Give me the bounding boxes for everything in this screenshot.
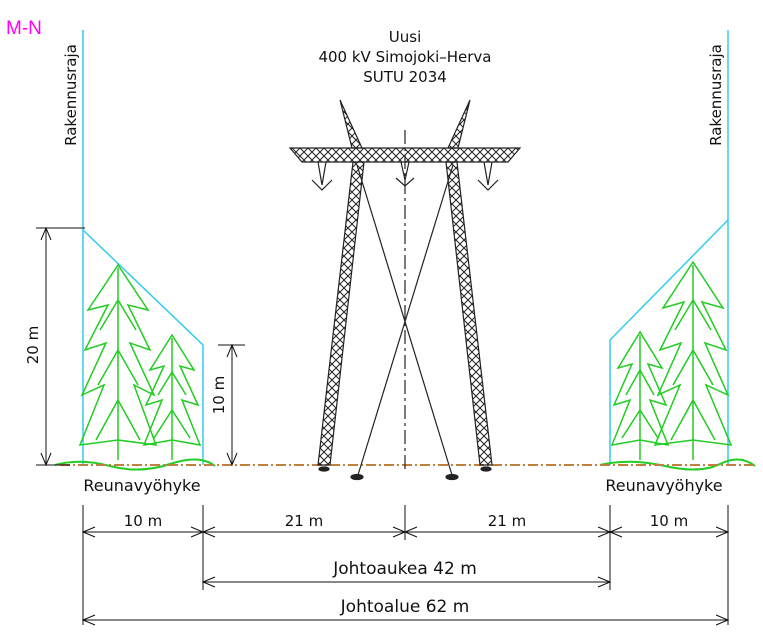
dim-clearing: Johtoaukea 42 m [332,559,477,579]
right-tall-tree [653,260,733,460]
right-boundary-label: Rakennusraja [707,44,725,146]
height-10-dimension [218,343,245,467]
left-tall-tree [78,263,158,460]
left-small-tree [142,333,202,460]
transmission-tower [288,99,522,481]
dim-mid-right-21: 21 m [488,512,526,530]
dim-left-10: 10 m [124,512,162,530]
height-20-dimension [36,226,85,467]
left-zone-envelope [82,229,204,465]
dim-mid-left-21: 21 m [285,512,323,530]
dim-right-10: 10 m [650,512,688,530]
right-small-tree [610,330,670,460]
ground-left [54,458,216,471]
corner-tag: M-N [6,18,42,39]
right-edge-zone-label: Reunavyöhyke [605,476,722,495]
right-zone-envelope [609,219,729,465]
left-boundary-label: Rakennusraja [62,44,80,146]
height-20-label: 20 m [24,326,42,364]
title-line-2: 400 kV Simojoki–Herva [318,48,491,66]
title-line-1: Uusi [389,28,421,46]
title-line-3: SUTU 2034 [363,68,447,86]
height-10-label: 10 m [210,376,228,414]
dimension-lines [81,505,730,626]
left-edge-zone-label: Reunavyöhyke [83,476,200,495]
ground-right [599,458,756,471]
dim-area: Johtoalue 62 m [340,597,470,617]
